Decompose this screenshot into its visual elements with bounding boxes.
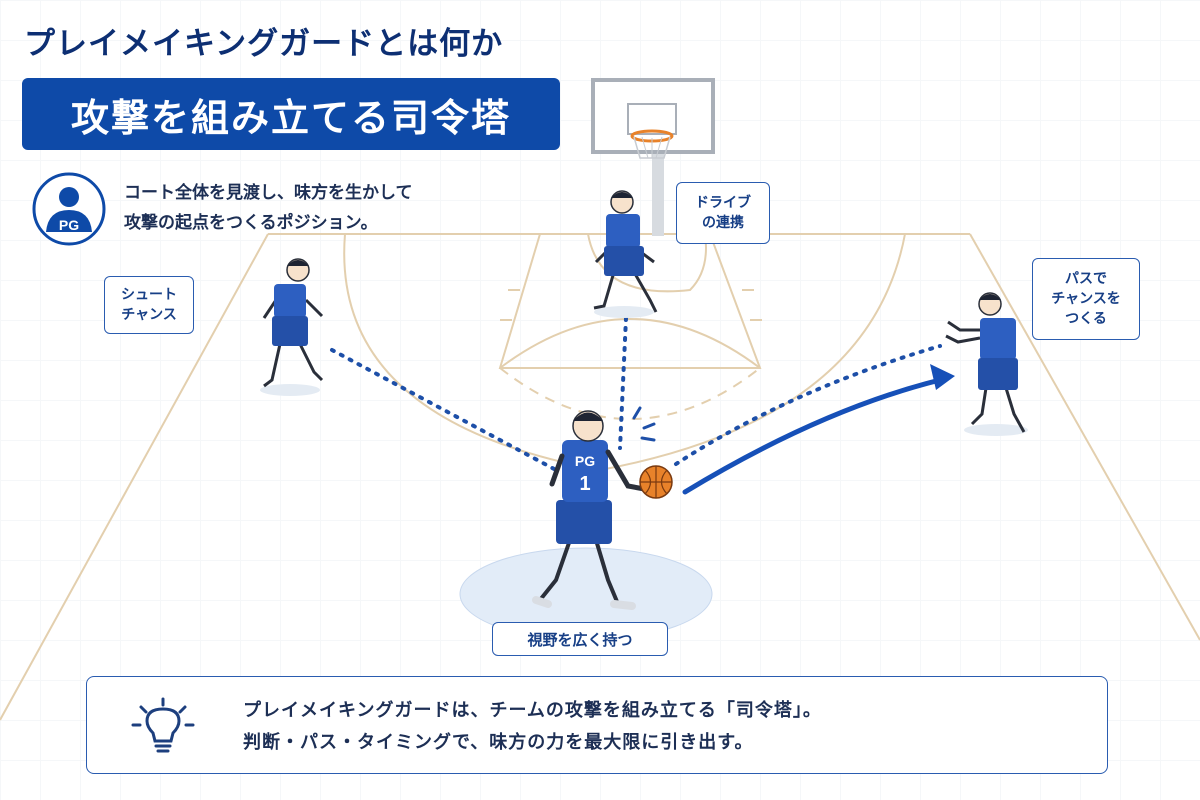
callout-shoot-line-2: チャンス (121, 307, 177, 323)
summary-line-2: 判断・パス・タイミングで、味方の力を最大限に引き出す。 (243, 732, 754, 753)
summary-text: プレイメイキングガードは、チームの攻撃を組み立てる「司令塔」。 判断・パス・タイ… (243, 695, 822, 759)
jersey-position: PG (575, 453, 595, 469)
callout-pass-line-3: つくる (1065, 311, 1107, 327)
callout-pass-line-2: チャンスを (1051, 291, 1121, 307)
arrow-head (930, 364, 955, 390)
passing-lanes (330, 316, 942, 472)
basketball-hoop-icon (591, 78, 715, 236)
awareness-marks (632, 406, 656, 442)
banner-heading: 攻撃を組み立てる司令塔 (22, 78, 560, 150)
intro-line-2: 攻撃の起点をつくるポジション。 (124, 213, 378, 233)
page-title: プレイメイキングガードとは何か (24, 26, 504, 62)
intro-text: コート全体を見渡し、味方を生かして 攻撃の起点をつくるポジション。 (124, 178, 413, 238)
callout-drive: ドライブ の連携 (676, 182, 770, 244)
pass-arrow (682, 377, 943, 495)
avatar-label: PG (59, 217, 79, 233)
callout-drive-line-2: の連携 (702, 215, 744, 231)
player-top (593, 190, 658, 318)
point-guard-player: PG 1 (532, 410, 653, 610)
player-left (260, 258, 324, 396)
jersey-number: 1 (579, 473, 590, 495)
callout-drive-line-1: ドライブ (695, 195, 751, 211)
player-right (945, 292, 1028, 436)
summary-box: プレイメイキングガードは、チームの攻撃を組み立てる「司令塔」。 判断・パス・タイ… (86, 676, 1108, 774)
callout-pass: パスで チャンスを つくる (1032, 258, 1140, 340)
lightbulb-icon (131, 697, 195, 753)
callout-shoot: シュート チャンス (104, 276, 194, 334)
intro-line-1: コート全体を見渡し、味方を生かして (124, 183, 413, 203)
person-icon: PG (32, 172, 106, 246)
vision-label: 視野を広く持つ (492, 622, 668, 656)
callout-pass-line-1: パスで (1065, 271, 1107, 287)
basketball-icon (639, 465, 673, 499)
callout-shoot-line-1: シュート (121, 287, 177, 303)
summary-line-1: プレイメイキングガードは、チームの攻撃を組み立てる「司令塔」。 (243, 700, 822, 721)
